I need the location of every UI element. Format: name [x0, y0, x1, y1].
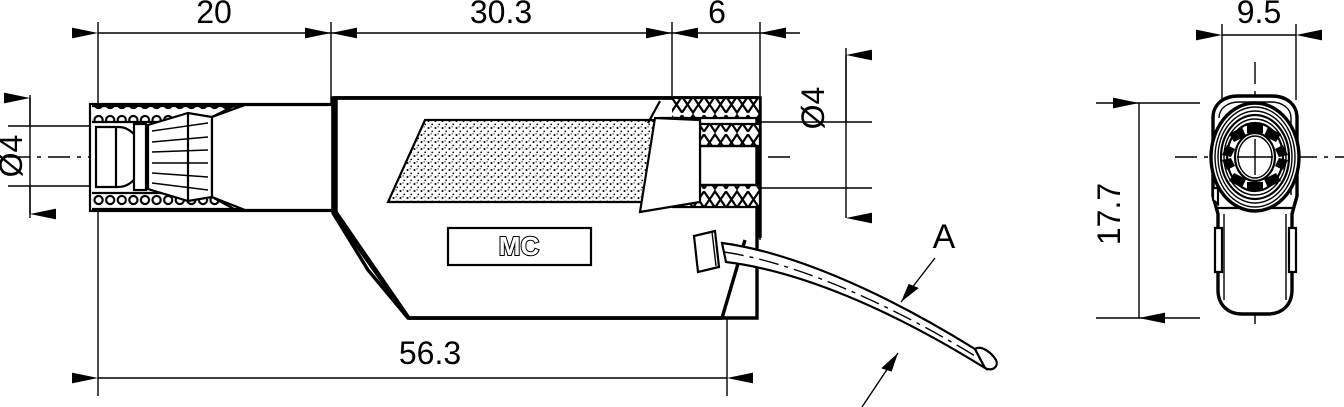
socket-bore — [690, 144, 760, 187]
dimension-56-3: 56.3 — [72, 335, 753, 384]
mc-logo: MC — [446, 226, 593, 267]
endview-tab-left — [1211, 186, 1220, 207]
cable — [720, 241, 998, 372]
lamella-spring — [146, 111, 214, 203]
dimension-6: 6 — [646, 0, 800, 39]
dimension-30-3: 30.3 — [305, 0, 698, 39]
dimension-20: 20 — [72, 0, 357, 39]
dimension-diameter-4-left-label: Ø4 — [0, 135, 29, 178]
end-view: 9.5 17.7 — [1091, 0, 1344, 330]
callout-a-label: A — [933, 218, 956, 256]
dimension-9-5-label: 9.5 — [1237, 0, 1281, 30]
body-slot-window — [692, 229, 721, 274]
dimension-30-3-label: 30.3 — [470, 0, 532, 30]
dimension-20-label: 20 — [196, 0, 232, 30]
callout-a: A — [900, 218, 956, 303]
dimension-9-5: 9.5 — [1196, 0, 1322, 100]
dimension-diameter-4-left: Ø4 — [0, 92, 96, 220]
endview-slot-right — [1287, 226, 1298, 274]
dimension-17-7: 17.7 — [1091, 97, 1200, 324]
pin-collar — [132, 122, 148, 192]
endview-socket-slots — [1222, 124, 1288, 191]
dimension-17-7-label: 17.7 — [1091, 183, 1127, 245]
dimension-56-3-label: 56.3 — [399, 335, 461, 371]
endview-housing-inner — [1218, 101, 1292, 195]
dimension-diameter-4-right: Ø4 — [795, 48, 872, 224]
side-view: 20 30.3 6 Ø4 — [0, 0, 998, 407]
pin-insulator — [210, 103, 335, 212]
endview-slot-left — [1213, 226, 1224, 274]
dimension-diameter-4-right-label: Ø4 — [795, 87, 831, 130]
mc-logo-label: MC — [499, 231, 540, 261]
cable-leader-lower — [861, 352, 899, 407]
dimension-6-label: 6 — [708, 0, 726, 30]
